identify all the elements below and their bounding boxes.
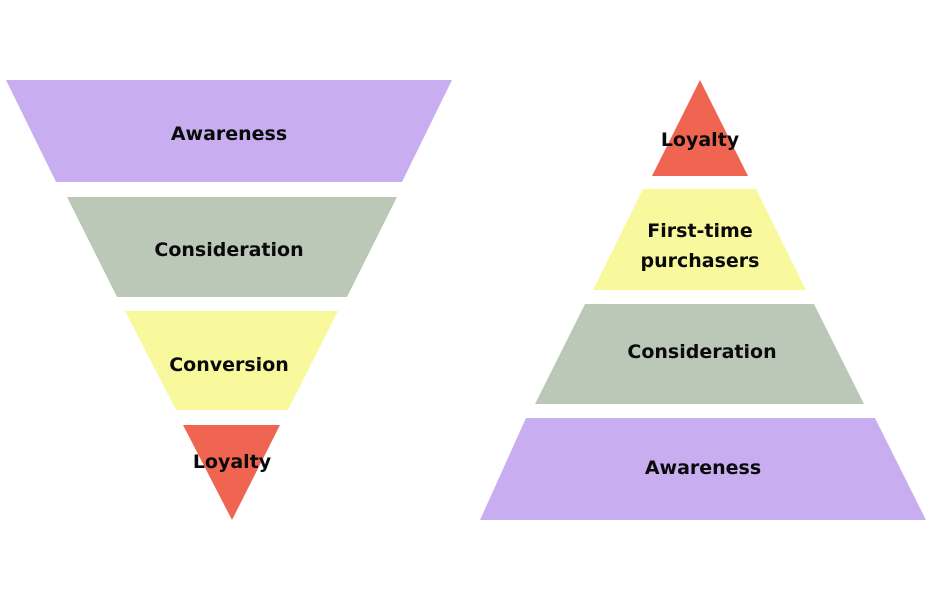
- pyramid-loyalty-label: Loyalty: [661, 129, 740, 151]
- pyramid-first-time-purchasers-shape: [593, 189, 806, 290]
- pyramid-first-time-purchasers-label-line1: First-time: [647, 220, 752, 242]
- funnel-awareness-label: Awareness: [171, 123, 287, 145]
- pyramid: Loyalty First-time purchasers Considerat…: [480, 80, 926, 520]
- funnel-awareness-shape: [6, 80, 452, 182]
- funnel-conversion-label: Conversion: [169, 354, 289, 376]
- pyramid-awareness-shape: [480, 418, 926, 520]
- pyramid-first-time-purchasers-label-line2: purchasers: [641, 250, 760, 272]
- funnel-consideration-shape: [67, 197, 397, 297]
- pyramid-consideration-shape: [535, 304, 864, 404]
- pyramid-consideration-label: Consideration: [627, 341, 776, 363]
- funnel: Awareness Consideration Conversion Loyal…: [6, 80, 452, 520]
- funnel-conversion-shape: [125, 311, 338, 410]
- funnel-loyalty-label: Loyalty: [193, 451, 272, 473]
- funnel-loyalty-shape: [183, 425, 280, 520]
- pyramid-awareness-label: Awareness: [645, 457, 761, 479]
- pyramid-loyalty-shape: [652, 80, 748, 176]
- funnel-consideration-label: Consideration: [154, 239, 303, 261]
